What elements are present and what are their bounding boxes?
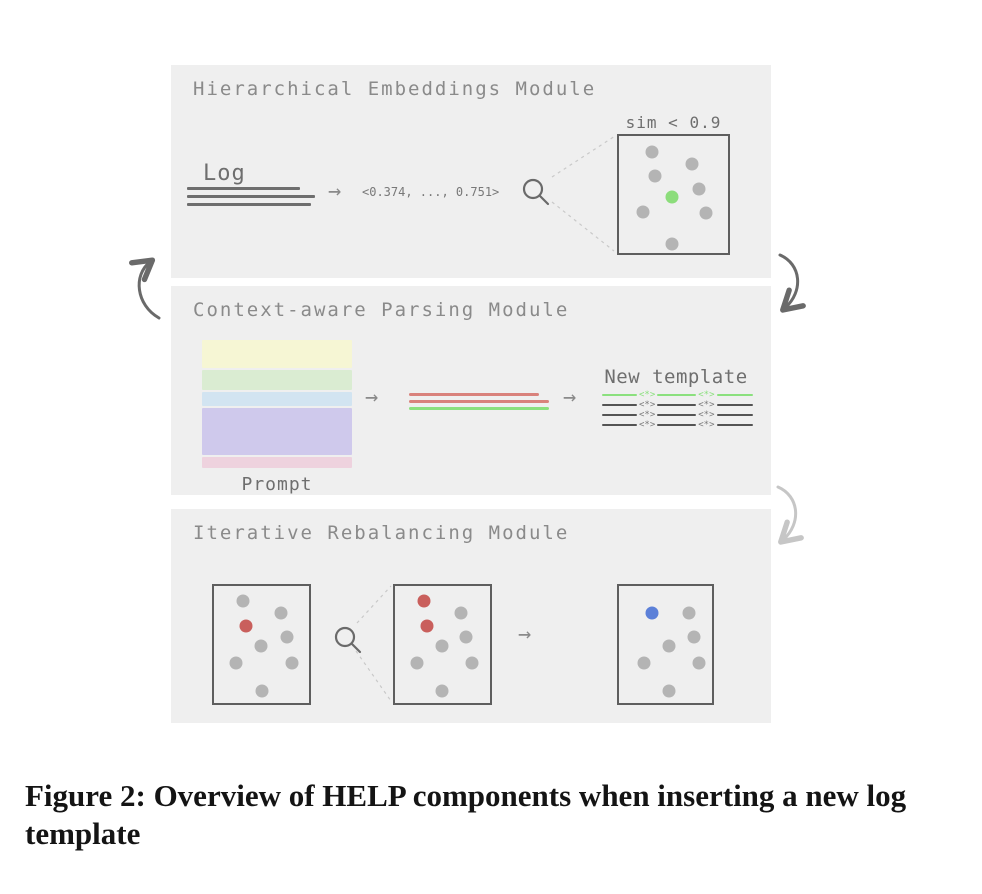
template-row: <*> <*> bbox=[602, 410, 753, 420]
cluster-space-box-after bbox=[617, 584, 714, 705]
gray-scatter-dot bbox=[699, 206, 713, 220]
gray-scatter-dot bbox=[662, 639, 676, 653]
embeddings-module-panel: Hierarchical Embeddings Module Log → <0.… bbox=[171, 65, 771, 278]
right-arrow-icon: → bbox=[328, 179, 342, 204]
template-line bbox=[657, 403, 697, 407]
template-rows-graphic: <*><*><*><*><*><*><*><*> bbox=[602, 390, 753, 430]
wildcard-token: <*> bbox=[698, 400, 715, 410]
gray-scatter-dot bbox=[255, 684, 268, 698]
curved-arrow-down-icon bbox=[778, 253, 806, 313]
green-scatter-dot bbox=[665, 190, 679, 204]
template-row: <*> <*> bbox=[602, 400, 753, 410]
parsed-log-line bbox=[409, 407, 549, 410]
embedding-vector-text: <0.374, ..., 0.751> bbox=[362, 185, 500, 199]
gray-scatter-dot bbox=[637, 656, 651, 670]
parsing-module-panel: Context-aware Parsing Module Prompt → → … bbox=[171, 286, 771, 495]
template-line bbox=[602, 413, 637, 417]
template-line bbox=[657, 413, 697, 417]
gray-scatter-dot bbox=[465, 656, 479, 670]
right-arrow-icon: → bbox=[563, 385, 577, 410]
template-line bbox=[716, 423, 753, 427]
gray-scatter-dot bbox=[454, 606, 468, 620]
gray-scatter-dot bbox=[682, 606, 696, 620]
wildcard-token: <*> bbox=[698, 390, 715, 400]
red-scatter-dot bbox=[239, 619, 253, 633]
parsed-log-lines-graphic bbox=[409, 393, 549, 414]
template-line bbox=[602, 393, 637, 397]
similarity-threshold-label: sim < 0.9 bbox=[625, 113, 722, 132]
embedding-space-box bbox=[617, 134, 730, 255]
curved-arrow-up-icon bbox=[129, 257, 161, 320]
template-line bbox=[716, 403, 753, 407]
gray-scatter-dot bbox=[410, 656, 424, 670]
figure-caption: Figure 2: Overview of HELP components wh… bbox=[25, 778, 907, 851]
rebalancing-module-panel: Iterative Rebalancing Module → bbox=[171, 509, 771, 723]
gray-scatter-dot bbox=[274, 606, 287, 620]
cluster-space-box-zoomed bbox=[393, 584, 492, 705]
template-line bbox=[657, 393, 697, 397]
template-line bbox=[657, 423, 697, 427]
wildcard-token: <*> bbox=[639, 410, 656, 420]
parsed-log-line bbox=[409, 393, 539, 396]
log-line bbox=[187, 203, 311, 206]
prompt-section-band bbox=[202, 408, 352, 455]
right-arrow-icon: → bbox=[518, 622, 532, 647]
wildcard-token: <*> bbox=[698, 420, 715, 430]
gray-scatter-dot bbox=[435, 684, 449, 698]
parsing-module-title: Context-aware Parsing Module bbox=[193, 299, 570, 321]
wildcard-token: <*> bbox=[698, 410, 715, 420]
template-row: <*> <*> bbox=[602, 420, 753, 430]
prompt-section-band bbox=[202, 370, 352, 390]
template-line bbox=[602, 423, 637, 427]
log-line bbox=[187, 195, 315, 198]
gray-scatter-dot bbox=[229, 656, 243, 670]
template-line bbox=[716, 413, 753, 417]
log-lines-graphic bbox=[187, 187, 315, 211]
prompt-section-band bbox=[202, 340, 352, 368]
wildcard-token: <*> bbox=[639, 420, 656, 430]
template-line bbox=[602, 403, 637, 407]
gray-scatter-dot bbox=[459, 630, 473, 644]
gray-scatter-dot bbox=[636, 205, 650, 219]
right-arrow-icon: → bbox=[365, 385, 379, 410]
gray-scatter-dot bbox=[254, 639, 268, 653]
embeddings-module-title: Hierarchical Embeddings Module bbox=[193, 78, 597, 100]
cluster-space-box-before bbox=[212, 584, 311, 705]
blue-scatter-dot bbox=[645, 606, 659, 620]
red-scatter-dot bbox=[420, 619, 434, 633]
template-row: <*> <*> bbox=[602, 390, 753, 400]
template-line bbox=[716, 393, 753, 397]
wildcard-token: <*> bbox=[639, 400, 656, 410]
red-scatter-dot bbox=[417, 594, 430, 608]
log-label: Log bbox=[203, 161, 246, 186]
gray-scatter-dot bbox=[692, 182, 706, 196]
gray-scatter-dot bbox=[687, 630, 701, 644]
gray-scatter-dot bbox=[692, 656, 706, 670]
parsed-log-line bbox=[409, 400, 549, 403]
gray-scatter-dot bbox=[648, 169, 662, 183]
prompt-section-band bbox=[202, 457, 352, 468]
gray-scatter-dot bbox=[685, 157, 699, 171]
gray-scatter-dot bbox=[662, 684, 676, 698]
gray-scatter-dot bbox=[285, 656, 299, 670]
gray-scatter-dot bbox=[280, 630, 294, 644]
gray-scatter-dot bbox=[665, 237, 679, 251]
curved-arrow-down-light-icon bbox=[776, 485, 804, 545]
log-line bbox=[187, 187, 300, 190]
gray-scatter-dot bbox=[236, 594, 250, 608]
new-template-label: New template bbox=[604, 366, 748, 388]
prompt-section-band bbox=[202, 392, 352, 406]
gray-scatter-dot bbox=[645, 145, 659, 159]
wildcard-token: <*> bbox=[639, 390, 656, 400]
rebalancing-module-title: Iterative Rebalancing Module bbox=[193, 522, 570, 544]
prompt-label: Prompt bbox=[241, 474, 313, 495]
gray-scatter-dot bbox=[435, 639, 449, 653]
prompt-block bbox=[202, 340, 352, 468]
